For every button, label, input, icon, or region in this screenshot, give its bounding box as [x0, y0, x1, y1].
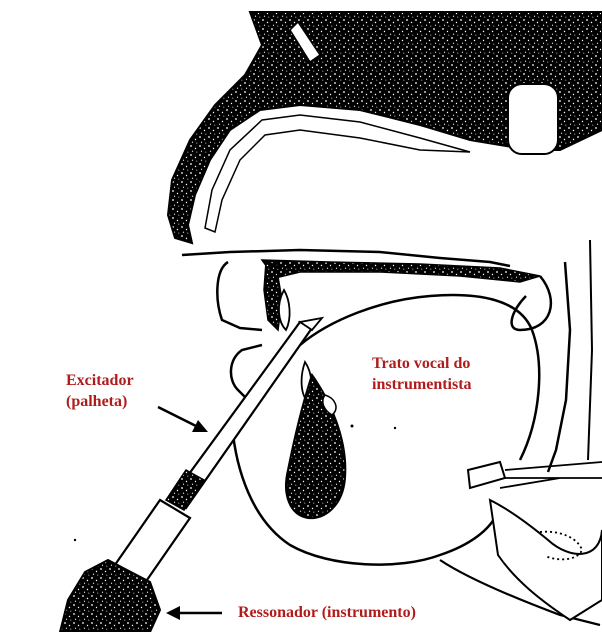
label-ressonador-text: Ressonador (instrumento) — [238, 602, 416, 623]
larynx-lines — [500, 462, 602, 488]
jaw-outline — [232, 425, 498, 565]
label-excitador: Excitador (palheta) — [66, 370, 134, 412]
arrow-excitador — [158, 407, 208, 432]
speck-dot-1 — [351, 425, 354, 428]
pharynx-wall — [548, 262, 570, 472]
label-trato-line1: Trato vocal do — [372, 353, 472, 374]
soft-palate — [512, 276, 551, 330]
label-ressonador: Ressonador (instrumento) — [238, 602, 416, 623]
larynx-body — [490, 500, 602, 620]
posterior-wall — [588, 240, 592, 460]
upper-lip — [217, 262, 262, 330]
speck-dot-2 — [74, 539, 76, 541]
sinus-cavity — [508, 84, 558, 154]
tongue-body — [286, 375, 345, 518]
label-trato-line2: instrumentista — [372, 374, 472, 395]
incisor-upper — [279, 290, 290, 330]
label-excitador-line1: Excitador — [66, 370, 134, 391]
epiglottis — [468, 462, 505, 488]
arrow-ressonador — [166, 606, 222, 620]
label-excitador-line2: (palheta) — [66, 391, 134, 412]
nasal-inner-gap — [205, 115, 470, 232]
speck-dot-3 — [394, 427, 396, 429]
label-trato-vocal: Trato vocal do instrumentista — [372, 353, 472, 395]
